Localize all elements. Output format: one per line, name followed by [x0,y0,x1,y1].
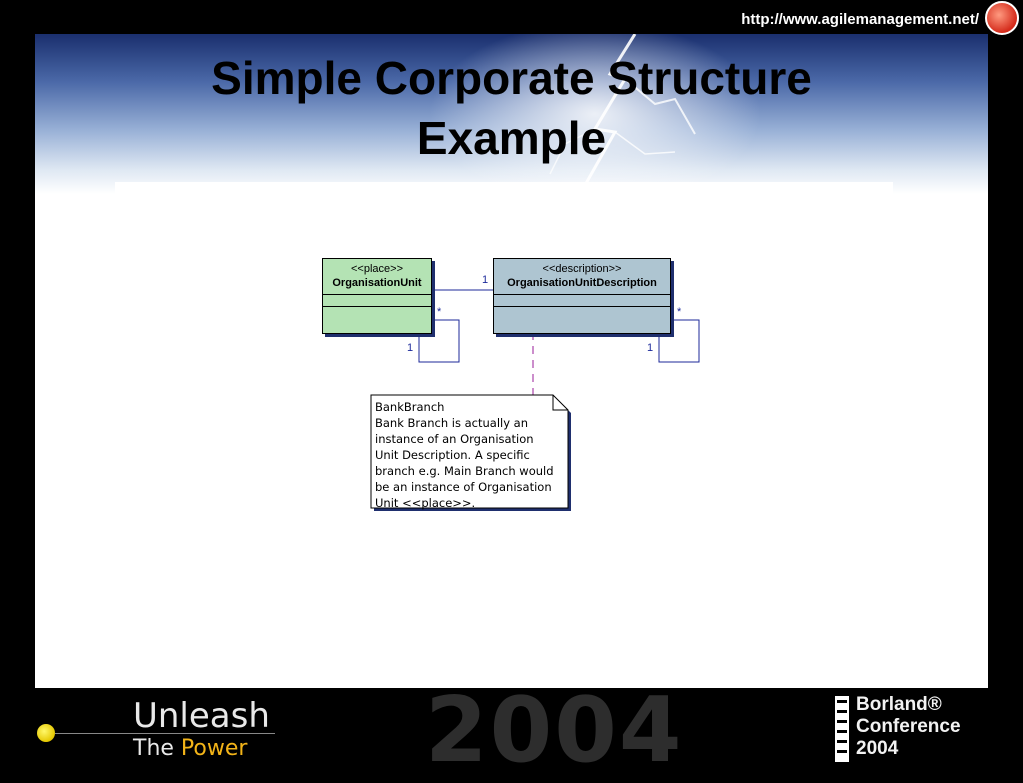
diagram-connectors [370,289,700,511]
bullet-divider [55,733,275,734]
conference-name: Borland® Conference 2004 [856,694,961,759]
description-class-name: OrganisationUnitDescription [507,277,657,289]
place-class-name: OrganisationUnit [332,277,422,289]
place-operations [323,307,431,333]
note-text: BankBranch Bank Branch is actually an in… [375,400,554,510]
tagline-the: The [133,736,174,761]
description-attributes [494,295,670,307]
slide-title: Simple Corporate Structure Example [211,52,812,164]
description-stereotype: <<description>> [542,263,622,275]
note-shape [370,394,569,509]
agile-management-logo-icon [985,1,1019,35]
association-multiplicity: 1 [482,274,489,286]
organisation-unit-class[interactable]: <<place>> OrganisationUnit [322,258,432,334]
bank-branch-note[interactable]: BankBranch Bank Branch is actually an in… [371,395,571,510]
description-self-many: * [677,306,682,318]
bullet-icon [37,724,55,742]
description-operations [494,307,670,333]
tagline-power-line: The Power [133,736,247,761]
tagline-unleash: Unleash [133,696,270,736]
description-self-one: 1 [647,342,654,354]
description-self-association-line [658,319,700,363]
year-watermark: 2004 [425,678,684,783]
top-bar: http://www.agilemanagement.net/ [0,0,1023,35]
organisation-unit-description-class[interactable]: <<description>> OrganisationUnitDescript… [493,258,671,334]
footer-banner: Unleash The Power 2004 Borland® Conferen… [0,678,1023,783]
diagram-canvas: <<place>> OrganisationUnit <<description… [115,182,893,662]
lightning-bolt-icon [549,34,696,195]
place-attributes [323,295,431,307]
tagline-power: Power [180,736,248,761]
place-self-one: 1 [407,342,414,354]
place-self-many: * [437,306,442,318]
place-self-association-line [418,319,460,363]
note-fold [552,395,568,411]
place-stereotype: <<place>> [351,263,403,275]
site-url[interactable]: http://www.agilemanagement.net/ [741,11,979,28]
slide-stage: Simple Corporate Structure Example <<pla… [35,34,988,688]
borland-logo-icon [835,696,849,762]
